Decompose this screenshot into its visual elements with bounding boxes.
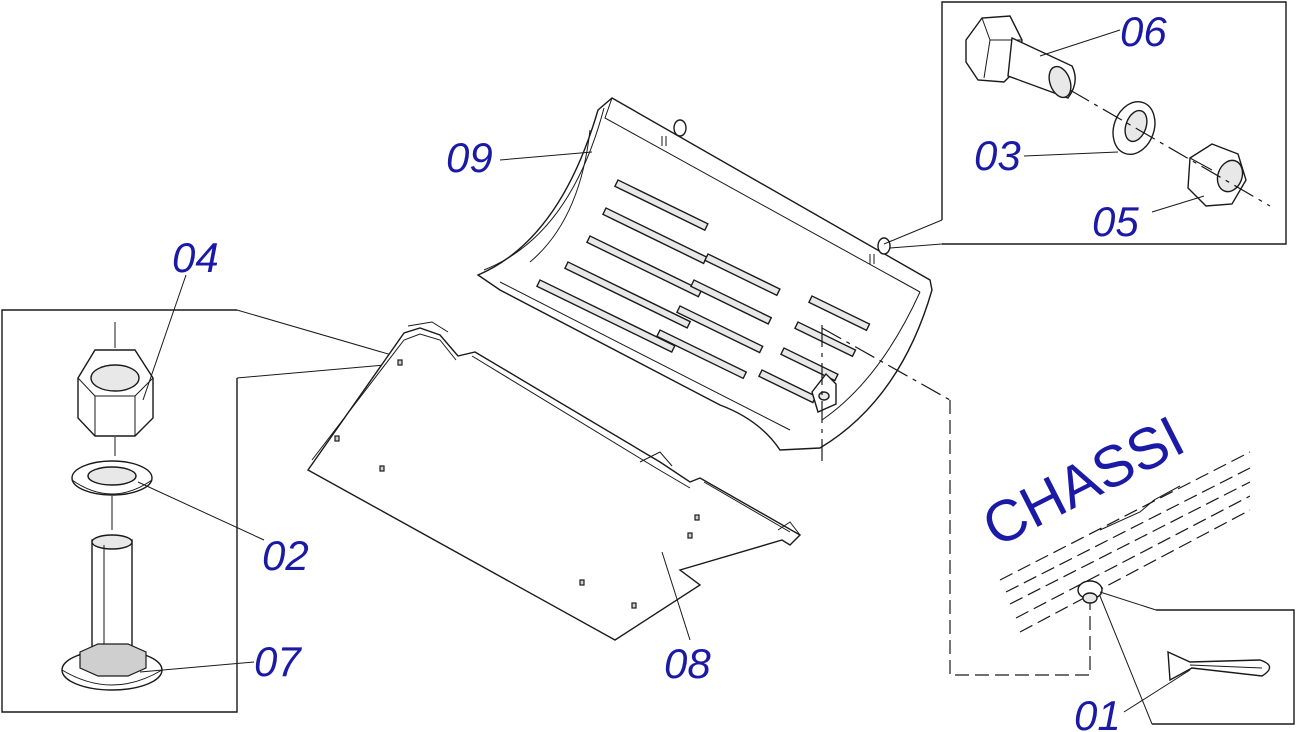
leader-05	[1151, 195, 1205, 213]
label-07: 07	[254, 638, 302, 685]
label-04: 04	[172, 234, 219, 281]
washer-part-03	[1112, 101, 1156, 155]
washer-part-02	[71, 460, 153, 530]
label-08: 08	[664, 640, 711, 687]
cotter-pin-detail-frame	[1099, 591, 1295, 725]
label-01: 01	[1074, 692, 1121, 732]
label-06: 06	[1120, 8, 1167, 55]
leader-04	[142, 274, 187, 401]
hardware-axis	[1069, 89, 1271, 207]
tray-centerline-h	[821, 327, 951, 401]
plate-part-08	[306, 321, 802, 641]
chassi-label: CHASSI	[972, 404, 1194, 560]
label-05: 05	[1092, 198, 1139, 245]
hex-nut-part-04	[77, 322, 154, 456]
label-09: 09	[446, 134, 493, 181]
leader-08	[661, 551, 691, 641]
label-02: 02	[262, 532, 309, 579]
hardware-detail-frame	[883, 1, 1287, 249]
leader-02	[137, 481, 265, 541]
chassis-hint	[999, 451, 1251, 633]
mount-route-line	[949, 400, 1091, 676]
pin-part-01	[1077, 580, 1103, 604]
leader-09	[499, 151, 593, 161]
tray-part-09	[476, 97, 933, 451]
hex-bolt-part-06	[965, 15, 1076, 99]
bolt-detail-frame	[1, 309, 403, 713]
label-03: 03	[974, 132, 1021, 179]
tray-slots	[535, 179, 871, 404]
leader-03	[1023, 151, 1119, 157]
leader-07	[139, 661, 255, 673]
leader-06	[1039, 29, 1121, 57]
carriage-bolt-part-07	[61, 534, 163, 691]
leader-01	[1123, 669, 1191, 713]
